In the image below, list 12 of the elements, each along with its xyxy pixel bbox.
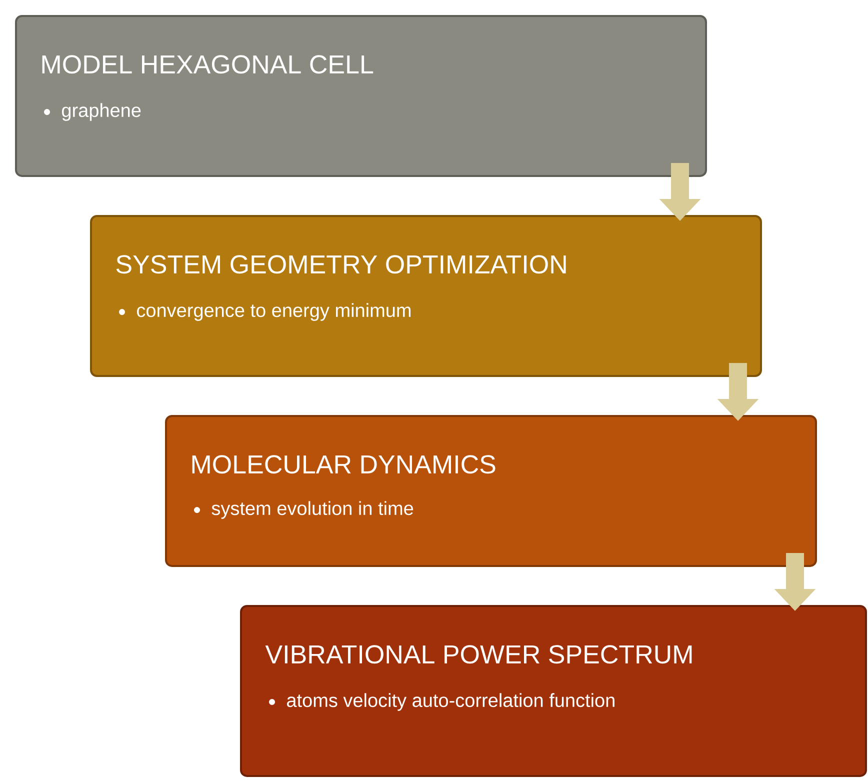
process-box bbox=[240, 604, 867, 777]
bullet-item: convergence to energy minimum bbox=[119, 303, 411, 321]
step-heading: VIBRATIONAL POWER SPECTRUM bbox=[265, 645, 692, 664]
process-box bbox=[90, 214, 762, 377]
process-box bbox=[15, 15, 707, 177]
bullet-item: atoms velocity auto-correlation function bbox=[269, 693, 614, 711]
step-heading: MODEL HEXAGONAL CELL bbox=[42, 55, 374, 74]
bullet-item: graphene bbox=[44, 103, 141, 121]
step-heading: SYSTEM GEOMETRY OPTIMIZATION bbox=[116, 255, 566, 274]
bullet-item: system evolution in time bbox=[194, 501, 414, 519]
process-box bbox=[165, 415, 817, 567]
step-heading: MOLECULAR DYNAMICS bbox=[192, 455, 496, 474]
